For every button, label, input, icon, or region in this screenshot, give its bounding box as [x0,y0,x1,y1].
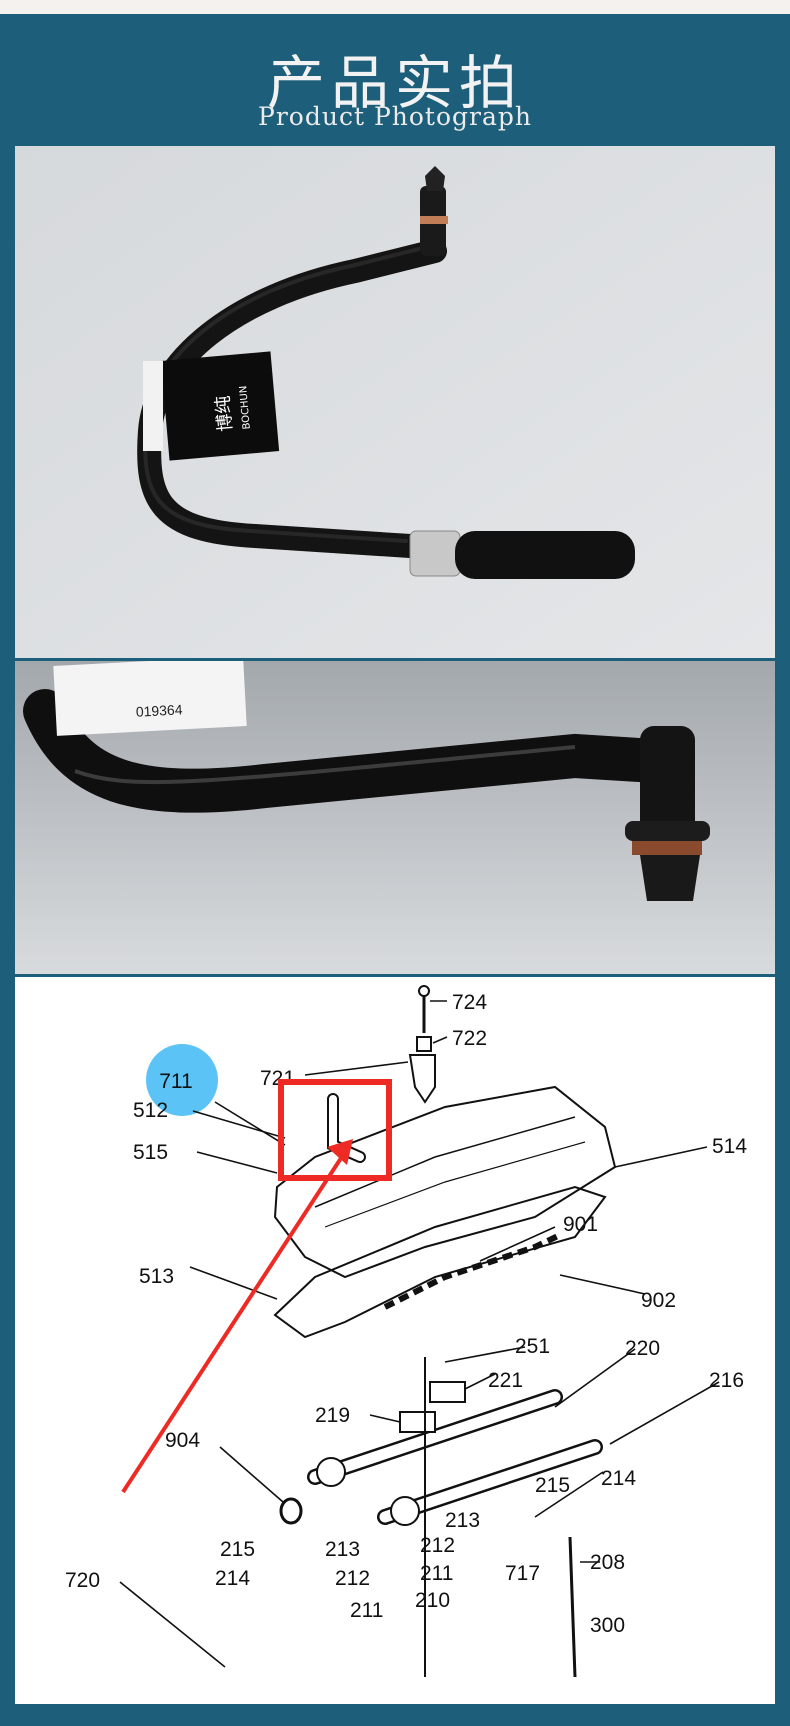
svg-text:208: 208 [590,1551,625,1574]
top-strip [0,0,790,14]
product-photo-1: 博纯 BOCHUN [15,146,775,658]
svg-text:512: 512 [133,1099,168,1122]
bottom-strip [0,1704,790,1726]
svg-text:721: 721 [260,1067,295,1090]
svg-text:300: 300 [590,1614,625,1637]
svg-text:720: 720 [65,1569,100,1592]
product-photo-2: 019364 [15,661,775,974]
brand-tag-cn: 博纯 [212,395,236,433]
svg-text:213: 213 [445,1509,480,1532]
svg-text:904: 904 [165,1429,200,1452]
svg-text:212: 212 [335,1567,370,1590]
brand-tag: 博纯 BOCHUN [143,351,280,461]
svg-text:212: 212 [420,1534,455,1557]
label-number: 019364 [135,701,183,719]
svg-text:211: 211 [420,1562,453,1585]
header: 产品实拍 Product Photograph [0,14,790,138]
svg-text:214: 214 [215,1567,250,1590]
svg-text:211: 211 [350,1599,383,1622]
svg-text:221: 221 [488,1369,523,1392]
svg-text:220: 220 [625,1337,660,1360]
svg-text:513: 513 [139,1265,174,1288]
highlight-box [278,1079,392,1181]
svg-text:514: 514 [712,1135,747,1158]
svg-text:214: 214 [601,1467,636,1490]
page-subtitle: Product Photograph [258,102,532,131]
svg-text:216: 216 [709,1369,744,1392]
product-label: 019364 [53,661,247,736]
svg-text:724: 724 [452,991,487,1014]
page-title: 产品实拍 [266,49,523,117]
highlight-dot [146,1044,218,1116]
brand-tag-en: BOCHUN [238,385,253,430]
svg-text:515: 515 [133,1141,168,1164]
svg-text:901: 901 [563,1213,598,1236]
svg-text:717: 717 [505,1562,540,1585]
svg-text:215: 215 [220,1538,255,1561]
svg-text:215: 215 [535,1474,570,1497]
parts-diagram: 711 [15,977,775,1704]
svg-text:210: 210 [415,1589,450,1612]
svg-text:902: 902 [641,1289,676,1312]
label-711: 711 [159,1070,192,1093]
highlight-arrow [121,1150,347,1494]
svg-text:251: 251 [515,1335,550,1358]
svg-text:213: 213 [325,1538,360,1561]
svg-text:722: 722 [452,1027,487,1050]
svg-text:219: 219 [315,1404,350,1427]
